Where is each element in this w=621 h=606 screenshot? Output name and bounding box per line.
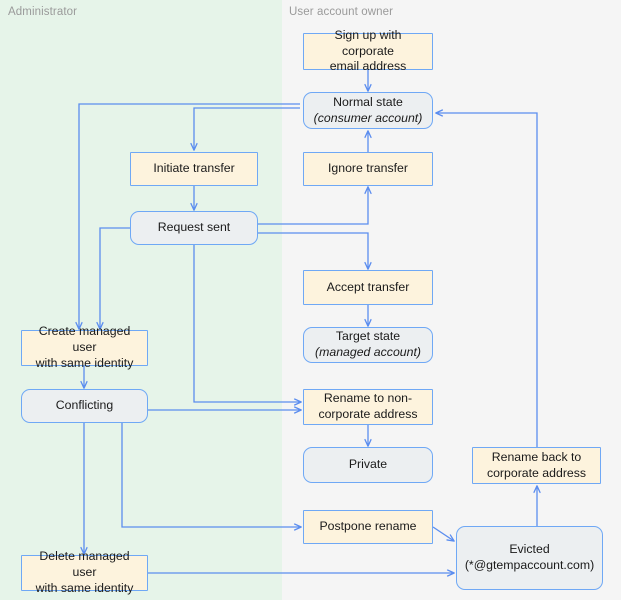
node-accept-transfer[interactable]: Accept transfer (303, 270, 433, 305)
edge-rename-back-to-normal-state (436, 113, 538, 448)
node-private[interactable]: Private (303, 447, 433, 483)
node-private-label: Private (348, 457, 388, 472)
node-postpone-rename-label: Postpone rename (319, 519, 417, 534)
node-postpone-rename[interactable]: Postpone rename (303, 510, 433, 544)
node-evicted-line2: (*@gtempaccount.com) (464, 558, 595, 572)
node-rename-back-to-corporate-line2: corporate address (486, 465, 587, 480)
edge-normal-state-to-initiate (194, 107, 300, 150)
node-rename-to-non-corporate-line1: Rename to non- (323, 391, 413, 406)
node-target-state-line1: Target state (335, 329, 401, 344)
edge-normal-state-to-create-user (79, 103, 300, 329)
node-signup-line2: email address (329, 59, 407, 74)
node-conflicting-label: Conflicting (55, 398, 114, 413)
node-rename-back-to-corporate[interactable]: Rename back to corporate address (472, 447, 601, 484)
node-normal-state[interactable]: Normal state (consumer account) (303, 92, 433, 129)
node-signup-line1: Sign up with corporate (334, 27, 402, 58)
edge-request-sent-to-create-user (100, 227, 130, 329)
node-delete-managed-user-line1: Delete managed user (39, 549, 130, 580)
node-normal-state-line1: Normal state (333, 94, 403, 109)
node-evicted[interactable]: Evicted (*@gtempaccount.com) (456, 526, 603, 590)
node-ignore-transfer-label: Ignore transfer (328, 161, 408, 176)
node-create-managed-user-line1: Create managed user (38, 324, 131, 355)
node-delete-managed-user[interactable]: Delete managed user with same identity (21, 549, 148, 595)
node-target-state[interactable]: Target state (managed account) (303, 327, 433, 363)
node-delete-managed-user-line2: with same identity (35, 580, 134, 595)
node-conflicting[interactable]: Conflicting (21, 389, 148, 423)
node-signup[interactable]: Sign up with corporate email address (303, 28, 433, 73)
node-ignore-transfer[interactable]: Ignore transfer (303, 152, 433, 186)
node-evicted-line1: Evicted (509, 542, 550, 557)
edge-request-sent-to-rename-non (193, 244, 301, 402)
edge-request-sent-to-ignore (258, 187, 368, 225)
swimlane-administrator (0, 0, 282, 600)
edge-postpone-to-evicted (432, 526, 454, 541)
node-initiate-transfer-label: Initiate transfer (153, 161, 235, 176)
edge-request-sent-to-accept (258, 232, 368, 269)
node-rename-to-non-corporate-line2: corporate address (318, 407, 418, 421)
node-request-sent[interactable]: Request sent (130, 211, 258, 245)
node-accept-transfer-label: Accept transfer (326, 279, 410, 294)
node-target-state-line2: (managed account) (315, 345, 421, 359)
node-rename-back-to-corporate-line1: Rename back to (491, 449, 582, 464)
swimlane-label-administrator: Administrator (8, 6, 78, 18)
node-normal-state-line2: (consumer account) (313, 110, 423, 125)
node-create-managed-user[interactable]: Create managed user with same identity (21, 324, 148, 370)
edge-conflicting-to-postpone (121, 423, 301, 527)
node-create-managed-user-line2: with same identity (35, 355, 134, 370)
swimlane-label-user-account-owner: User account owner (289, 6, 394, 18)
node-initiate-transfer[interactable]: Initiate transfer (130, 152, 258, 186)
node-request-sent-label: Request sent (157, 220, 231, 235)
node-rename-to-non-corporate[interactable]: Rename to non- corporate address (303, 389, 433, 425)
